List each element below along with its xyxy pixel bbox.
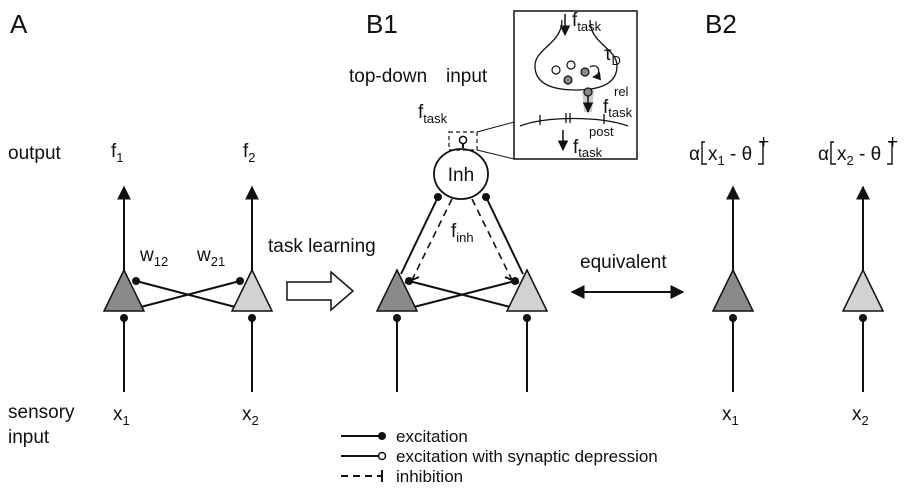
input-x1: x1 <box>113 404 130 428</box>
f-task-label: ftask <box>418 102 448 126</box>
panel-label-b2: B2 <box>705 9 737 39</box>
inh-label: Inh <box>448 165 474 186</box>
legend-excitation: excitation <box>396 427 468 446</box>
inhibitory-neuron <box>433 148 489 200</box>
equivalent-label: equivalent <box>580 252 667 273</box>
output-f1: f1 <box>111 141 124 165</box>
top-down-synapse <box>458 135 468 145</box>
zoom-box <box>448 131 478 151</box>
legend-depression: excitation with synaptic depression <box>396 447 658 466</box>
task-learning-label: task learning <box>268 236 376 257</box>
neuron-2 <box>841 268 885 312</box>
output-f2: f2 <box>243 141 256 165</box>
input-x2: x2 <box>242 404 259 428</box>
task-learning-arrow <box>286 270 355 312</box>
neuron-1 <box>102 268 146 312</box>
neuron-1 <box>711 268 755 312</box>
neuron-1 <box>375 268 419 312</box>
inset-tau-d: τD <box>604 44 621 68</box>
panel-label-b1: B1 <box>366 9 398 39</box>
input-x1: x1 <box>722 404 739 428</box>
synapse-inset: ftask τD rel ftask post ftask <box>513 10 638 160</box>
neuron-2 <box>230 268 274 312</box>
output-row-label: output <box>8 143 62 164</box>
f-inh-label: finh <box>451 221 474 245</box>
inset-f-task: ftask <box>572 10 602 34</box>
inset-f-rel: ftask <box>603 97 633 120</box>
inset-f-post: ftask <box>573 137 603 160</box>
legend-inhibition: inhibition <box>396 467 463 486</box>
legend: excitation excitation with synaptic depr… <box>341 427 658 486</box>
neuron-2 <box>505 268 549 312</box>
sensory-row-label: sensory <box>8 402 75 423</box>
weight-w21: w21 <box>196 245 225 269</box>
input-row-label: input <box>8 427 50 448</box>
inset-f-post-sup: post <box>589 124 614 139</box>
panel-label-a: A <box>10 9 28 39</box>
input-x2: x2 <box>852 404 869 428</box>
inset-f-rel-sup: rel <box>614 84 629 99</box>
weight-w12: w12 <box>139 245 168 269</box>
panel-a: f1 f2 w12 w21 x1 x2 <box>102 141 274 428</box>
